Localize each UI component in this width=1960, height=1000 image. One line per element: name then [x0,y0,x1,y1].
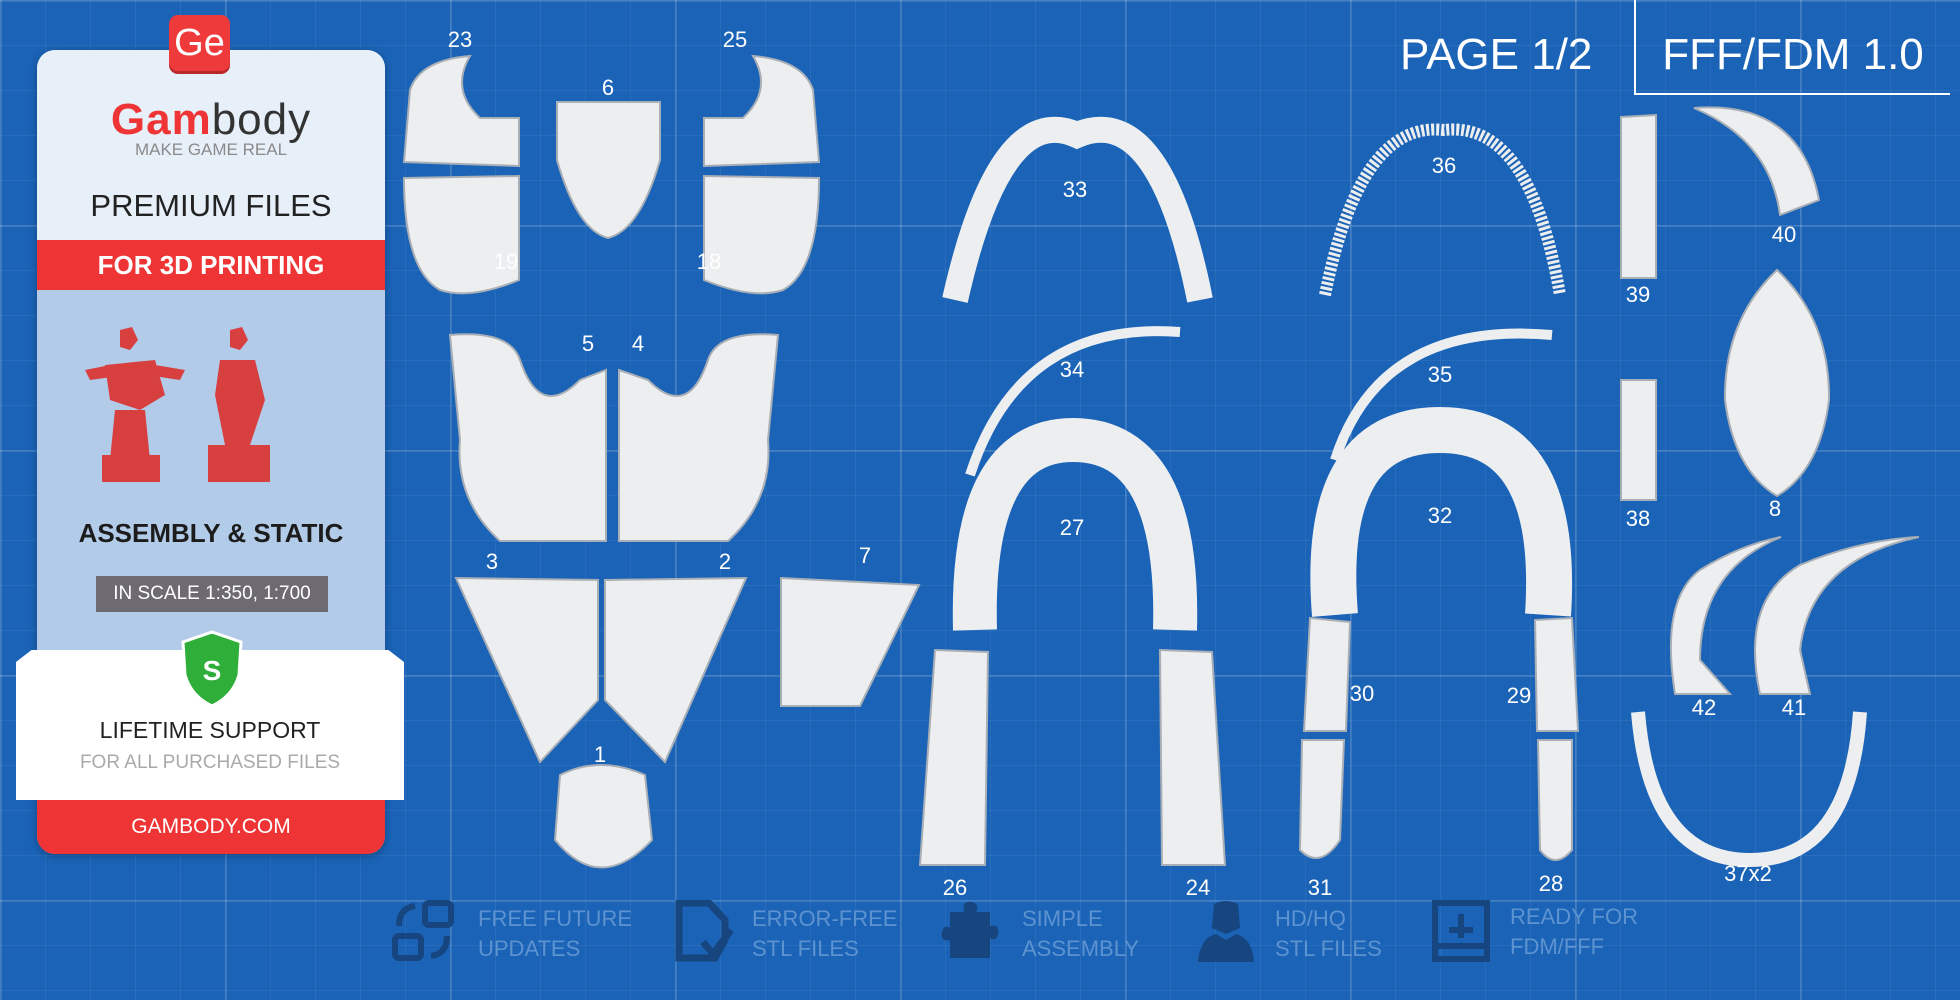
feature-line1: FREE FUTURE [478,906,632,931]
scale-tag: IN SCALE 1:350, 1:700 [96,576,328,612]
part-24 [1158,648,1227,866]
feature-line2: ASSEMBLY [1022,936,1139,961]
support-subtext: FOR ALL PURCHASED FILES [79,752,341,773]
part-label: 29 [1506,683,1532,708]
part-29 [1533,616,1580,732]
part-label: 7 [858,543,872,568]
part-39 [1620,113,1657,279]
figure-icon [1198,901,1254,962]
refresh-icon [392,900,454,961]
part-25 [703,54,821,168]
file-check-icon [675,900,734,962]
part-label: 36 [1431,153,1457,178]
brand-name-red: Gam [110,95,212,144]
part-2 [604,576,748,764]
part-18 [703,174,821,295]
part-28 [1536,739,1573,861]
part-label: 34 [1059,357,1085,382]
gambody-logo-badge: Ge [169,15,230,71]
part-label: 1 [593,742,607,767]
part-label: 26 [942,875,968,900]
brand-name-dark: body [211,95,312,144]
part-6 [556,101,661,240]
red-figures-illustration [85,327,270,482]
part-label: 37x2 [1724,861,1772,886]
puzzle-icon [941,901,999,958]
part-label: 41 [1781,695,1807,720]
format-label: FFF/FDM 1.0 [1634,0,1950,95]
part-41 [1754,536,1920,695]
part-8 [1723,268,1831,498]
part-27 [952,417,1198,631]
part-3 [454,576,599,764]
part-label: 4 [631,331,645,356]
part-1 [553,764,654,869]
printer-icon [1432,900,1490,962]
feature-line1: HD/HQ [1275,906,1346,931]
part-label: 31 [1307,875,1333,900]
part-7 [780,576,921,707]
part-31 [1298,739,1346,859]
feature-line1: SIMPLE [1022,906,1103,931]
feature-simple-assembly: SIMPLE ASSEMBLY [1022,904,1139,964]
part-32 [1310,406,1572,617]
feature-line2: STL FILES [1275,936,1382,961]
brand-name: Gambody [37,95,385,145]
for-3d-printing-banner: FOR 3D PRINTING [37,240,385,290]
part-38 [1620,379,1657,501]
part-label: 3 [485,549,499,574]
part-label: 39 [1625,282,1651,307]
brand-tagline: MAKE GAME REAL [134,140,288,159]
part-label: 35 [1427,362,1453,387]
part-37x2 [1631,711,1867,868]
part-34 [965,326,1181,477]
part-label: 5 [581,331,595,356]
feature-line2: STL FILES [752,936,859,961]
gambody-link[interactable]: GAMBODY.COM [37,800,385,854]
feature-hd-stl: HD/HQ STL FILES [1275,904,1382,964]
part-label: 6 [601,75,615,100]
part-label: 18 [696,249,722,274]
feature-line2: UPDATES [478,936,581,961]
part-36 [1319,123,1566,297]
shield-icon: S [181,630,243,708]
part-26 [918,648,990,866]
part-label: 42 [1691,695,1717,720]
part-40 [1693,106,1821,217]
lifetime-support-text: LIFETIME SUPPORT [99,717,321,743]
part-label: 2 [718,549,732,574]
feature-free-updates: FREE FUTURE UPDATES [478,904,632,964]
part-label: 38 [1625,506,1651,531]
page-indicator: PAGE 1/2 [1400,30,1593,79]
feature-ready-fdm: READY FOR FDM/FFF [1510,902,1638,962]
part-label: 27 [1059,515,1085,540]
part-label: 24 [1185,875,1211,900]
part-label: 32 [1427,503,1453,528]
part-label: 30 [1349,681,1375,706]
part-label: 28 [1538,871,1564,896]
feature-line2: FDM/FFF [1510,934,1605,959]
feature-line1: READY FOR [1510,904,1638,929]
part-4 [618,333,780,542]
part-23 [402,54,520,168]
part-42 [1669,536,1782,695]
part-33 [942,116,1213,303]
part-label: 8 [1768,496,1782,521]
feature-error-free: ERROR-FREE STL FILES [752,904,897,964]
part-5 [448,333,607,542]
assembly-static-heading: ASSEMBLY & STATIC [78,518,344,548]
part-label: 33 [1062,177,1088,202]
part-35 [1330,328,1553,462]
part-label: 25 [722,27,748,52]
part-19 [402,174,520,295]
premium-files-heading: PREMIUM FILES [90,188,332,223]
part-label: 23 [447,27,473,52]
part-label: 19 [493,249,519,274]
shield-letter: S [203,655,222,686]
part-label: 40 [1771,222,1797,247]
feature-line1: ERROR-FREE [752,906,898,931]
part-30 [1302,616,1352,732]
